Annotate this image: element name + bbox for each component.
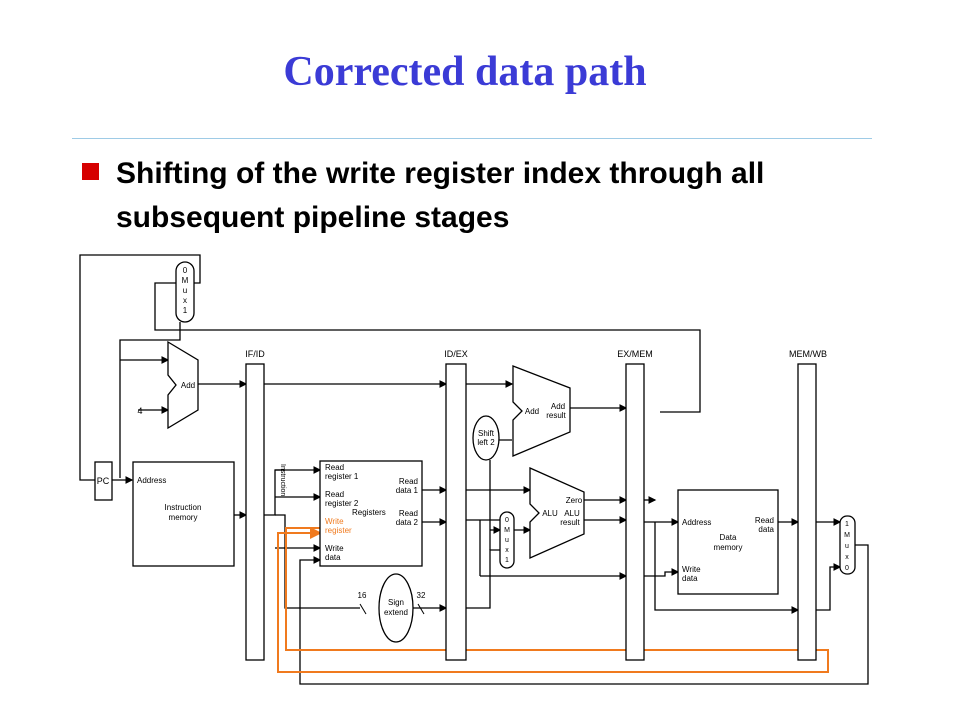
pc-mux-label-2: u <box>183 286 187 295</box>
wb-mux-label-0: 1 <box>845 521 849 528</box>
pc-adder-label: Add <box>181 381 195 390</box>
reg-read1-label-2: register 1 <box>325 472 359 481</box>
register-file <box>319 460 423 567</box>
instr-mem-name-2: memory <box>169 513 198 522</box>
sign-extend-label-1: Sign <box>388 598 404 607</box>
pc-mux-label-0: 0 <box>183 266 188 275</box>
mem-wb-register <box>797 363 817 661</box>
data-mem-read-label-1: Read <box>755 516 774 525</box>
data-mem-address-label: Address <box>682 518 711 527</box>
wb-mux-label-2: u <box>845 543 849 550</box>
register-file-labels: Read register 1 Read register 2 Write re… <box>325 463 419 562</box>
alu-label: ALU <box>542 509 558 518</box>
branch-adder-label: Add <box>525 407 539 416</box>
wb-mux-label-3: x <box>845 554 849 561</box>
wires <box>79 254 869 685</box>
sign-extend-out-bits: 32 <box>417 591 426 600</box>
writeback-mux <box>839 515 856 575</box>
mem-wb-label: MEM/WB <box>789 349 827 359</box>
if-id-label: IF/ID <box>245 349 265 359</box>
pc-mux-label-1: M <box>182 276 189 285</box>
id-ex-label: ID/EX <box>444 349 468 359</box>
wb-mux-label-1: M <box>844 532 850 539</box>
instr-mem-name-1: Instruction <box>165 503 202 512</box>
reg-write-data-label-2: data <box>325 553 341 562</box>
reg-write-reg-label-1: Write <box>325 517 344 526</box>
reg-read1-label-1: Read <box>325 463 344 472</box>
reg-read-data1-label-1: Read <box>399 477 418 486</box>
pc-mux-label-4: 1 <box>183 306 188 315</box>
data-mem-read-label-2: data <box>758 525 774 534</box>
pc-mux <box>175 261 195 323</box>
data-mem-write-label-2: data <box>682 574 698 583</box>
bullet-marker <box>82 163 99 180</box>
title-divider <box>72 138 872 139</box>
id-ex-register <box>445 363 467 661</box>
alu-result-label-2: result <box>560 518 580 527</box>
reg-read-data2-label-2: data 2 <box>396 518 419 527</box>
shift-left-label-1: Shift <box>478 429 495 438</box>
branch-adder-result-2: result <box>546 411 566 420</box>
registers-name-label: Registers <box>352 508 386 517</box>
alu-mux-label-3: x <box>505 547 509 554</box>
reg-read-data2-label-1: Read <box>399 509 418 518</box>
pc-register <box>94 461 113 501</box>
alu-mux-labels: 0 M u x 1 <box>504 517 510 564</box>
reg-read-data1-label-2: data 1 <box>396 486 419 495</box>
pc-mux-label-3: x <box>183 296 187 305</box>
instruction-memory <box>132 461 235 567</box>
reg-write-data-label-1: Write <box>325 544 344 553</box>
reg-write-reg-label-2: register <box>325 526 352 535</box>
data-mem-name-1: Data <box>720 533 737 542</box>
reg-read2-label-1: Read <box>325 490 344 499</box>
wb-mux-labels: 1 M u x 0 <box>844 521 850 572</box>
instr-mem-address-label: Address <box>137 476 166 485</box>
pipeline-registers: IF/ID ID/EX EX/MEM MEM/WB <box>245 349 827 661</box>
reg-read2-label-2: register 2 <box>325 499 359 508</box>
sign-extend-in-bits: 16 <box>358 591 367 600</box>
alu-mux-label-2: u <box>505 537 509 544</box>
alu-mux-label-0: 0 <box>505 517 509 524</box>
alu <box>529 466 585 560</box>
pc-mux-labels: 0 M u x 1 <box>182 266 189 315</box>
data-mem-write-label-1: Write <box>682 565 701 574</box>
const-4-label: 4 <box>137 406 142 416</box>
shift-left-label-2: left 2 <box>477 438 495 447</box>
bullet-text: Shifting of the write register index thr… <box>116 157 765 234</box>
alu-mux-label-4: 1 <box>505 557 509 564</box>
pc-label: PC <box>97 476 110 486</box>
ex-mem-register <box>625 363 645 661</box>
if-id-register <box>245 363 265 661</box>
sign-extend-unit <box>378 573 414 643</box>
instruction-wire-label: Instruction <box>279 464 286 496</box>
data-memory <box>677 489 779 595</box>
alu-result-label-1: ALU <box>564 509 580 518</box>
alu-mux-label-1: M <box>504 527 510 534</box>
sign-extend-label-2: extend <box>384 608 408 617</box>
shift-left-2-unit <box>472 415 500 461</box>
data-memory-labels: Address Read data Data memory Write data <box>682 516 775 583</box>
alu-zero-label: Zero <box>566 496 583 505</box>
alu-src-mux <box>499 511 515 569</box>
wb-mux-label-4: 0 <box>845 565 849 572</box>
slide-title: Corrected data path <box>283 49 647 95</box>
data-mem-name-2: memory <box>714 543 743 552</box>
ex-mem-label: EX/MEM <box>617 349 653 359</box>
write-register-path <box>277 527 829 673</box>
branch-adder-result-1: Add <box>551 402 565 411</box>
branch-adder <box>512 365 571 457</box>
pc-adder <box>167 340 199 430</box>
